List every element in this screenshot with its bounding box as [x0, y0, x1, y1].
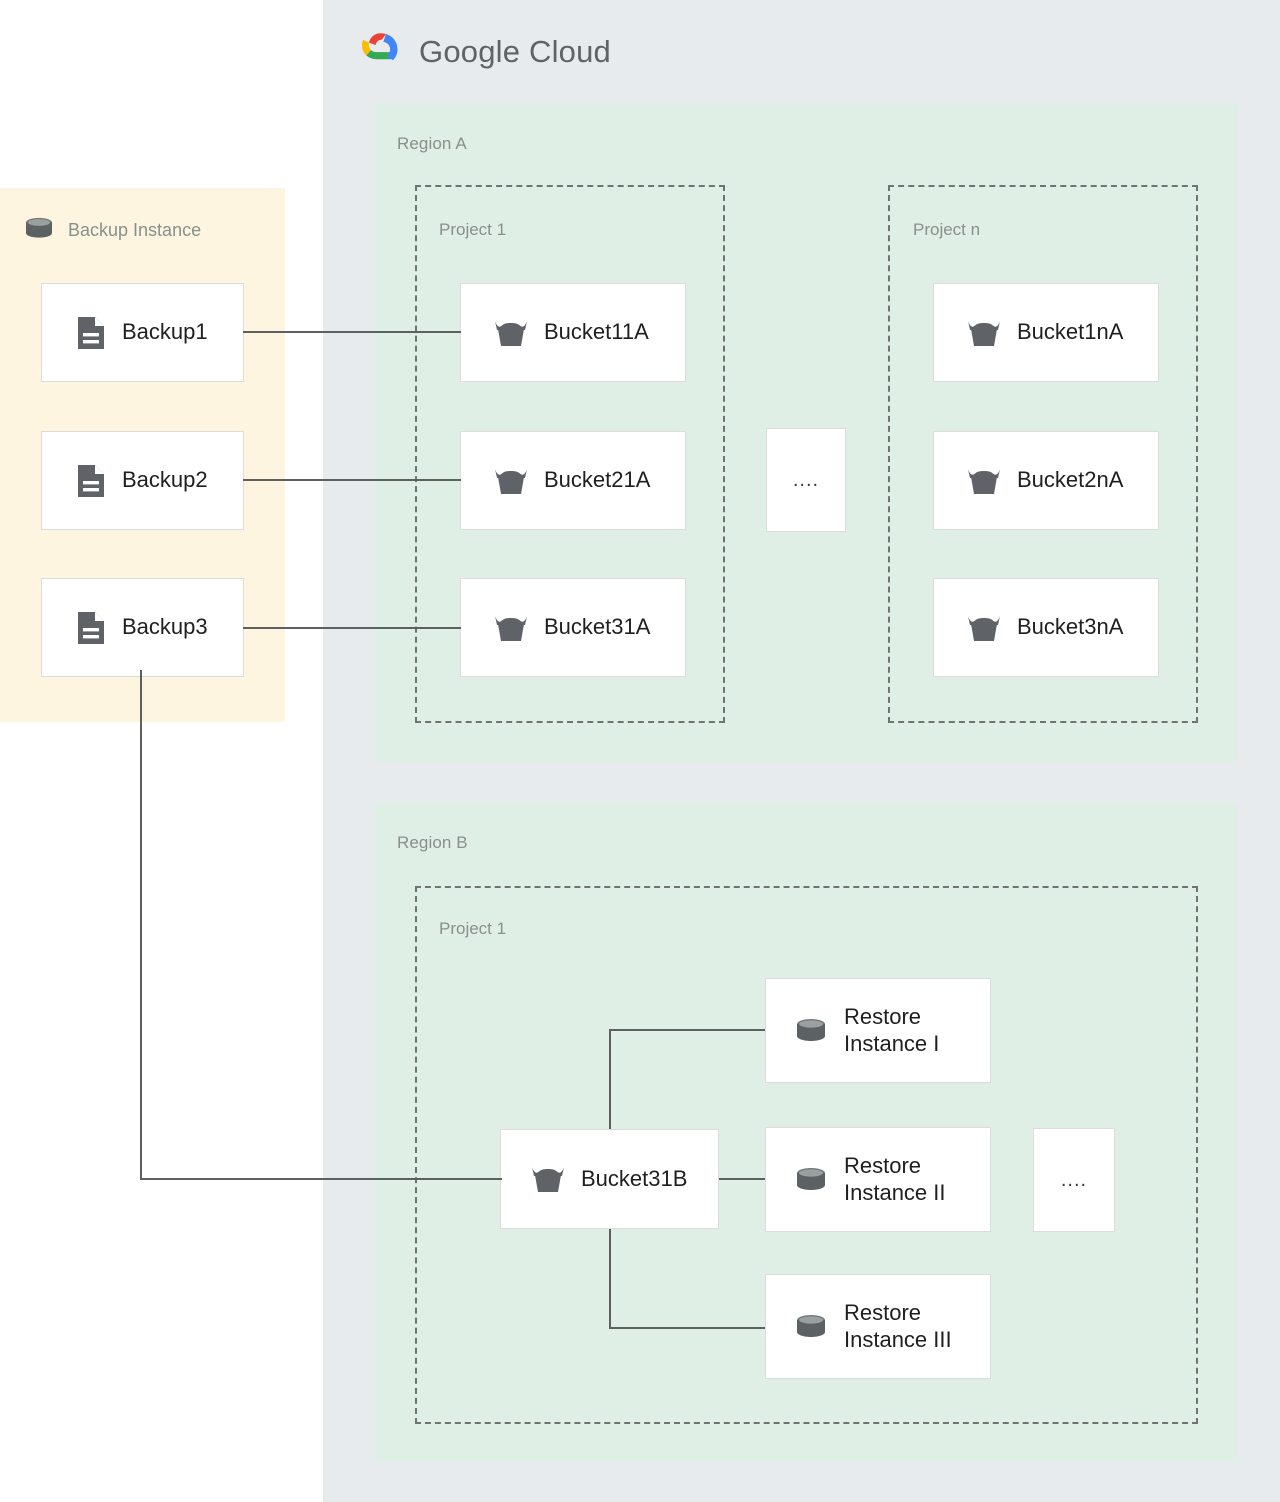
- ellipsis-box-region-b: ....: [1033, 1128, 1115, 1232]
- node-label: Restore Instance I: [844, 1004, 939, 1058]
- google-cloud-header: Google Cloud: [357, 29, 611, 74]
- connector-backup3-to-bucket31b-vertical: [140, 670, 142, 1179]
- node-backup2[interactable]: Backup2: [41, 431, 244, 530]
- node-label: Restore Instance II: [844, 1153, 946, 1207]
- node-backup1[interactable]: Backup1: [41, 283, 244, 382]
- node-label: Backup1: [122, 319, 208, 345]
- brand-secondary: Cloud: [529, 33, 611, 69]
- restore-label-line2: Instance II: [844, 1179, 946, 1205]
- project-box-region-a-project-1: [415, 185, 725, 723]
- restore-label-line1: Restore: [844, 1003, 922, 1029]
- node-bucket1na[interactable]: Bucket1nA: [933, 283, 1159, 382]
- backup-instance-header: Backup Instance: [24, 216, 201, 245]
- brand-primary: Google: [419, 33, 521, 69]
- node-restore-instance-3[interactable]: Restore Instance III: [765, 1274, 991, 1379]
- node-label: Restore Instance III: [844, 1300, 952, 1354]
- storage-bucket-icon: [965, 316, 1003, 350]
- project-box-region-b-project-1: [415, 886, 1198, 1424]
- node-bucket21a[interactable]: Bucket21A: [460, 431, 686, 530]
- node-bucket2na[interactable]: Bucket2nA: [933, 431, 1159, 530]
- connector-bucket31b-to-restore-3: [609, 1327, 767, 1329]
- node-bucket31a[interactable]: Bucket31A: [460, 578, 686, 677]
- node-label: Bucket11A: [544, 319, 649, 345]
- backup-instance-title: Backup Instance: [68, 220, 202, 240]
- restore-label-line1: Restore: [844, 1299, 922, 1325]
- connector-bucket31b-to-restore-1: [609, 1029, 767, 1031]
- region-b-label: Region B: [397, 833, 468, 852]
- node-restore-instance-1[interactable]: Restore Instance I: [765, 978, 991, 1083]
- database-cylinder-icon: [792, 1015, 830, 1047]
- node-backup3[interactable]: Backup3: [41, 578, 244, 677]
- storage-bucket-icon: [492, 316, 530, 350]
- document-icon: [76, 463, 106, 499]
- restore-label-line2: Instance III: [844, 1326, 952, 1352]
- google-cloud-logo-icon: [357, 29, 403, 74]
- node-label: Bucket1nA: [1017, 319, 1124, 345]
- connector-backup3-to-bucket31a: [243, 627, 461, 629]
- project-label-region-a-project-1: Project 1: [439, 220, 507, 239]
- document-icon: [76, 610, 106, 646]
- node-label: Bucket2nA: [1017, 467, 1124, 493]
- node-label: Bucket31A: [544, 614, 651, 640]
- connector-backup2-to-bucket21a: [243, 479, 461, 481]
- node-label: Bucket3nA: [1017, 614, 1124, 640]
- database-cylinder-icon: [24, 216, 54, 245]
- region-a-label: Region A: [397, 134, 467, 153]
- node-label: Backup3: [122, 614, 208, 640]
- project-label-region-b-project-1: Project 1: [439, 919, 507, 938]
- project-label-region-a-project-n: Project n: [913, 220, 981, 239]
- node-bucket31b[interactable]: Bucket31B: [500, 1129, 719, 1229]
- document-icon: [76, 315, 106, 351]
- connector-bucket31b-to-restore-2: [718, 1178, 767, 1180]
- storage-bucket-icon: [492, 611, 530, 645]
- storage-bucket-icon: [492, 464, 530, 498]
- storage-bucket-icon: [965, 611, 1003, 645]
- database-cylinder-icon: [792, 1311, 830, 1343]
- storage-bucket-icon: [965, 464, 1003, 498]
- ellipsis-box-region-a: ....: [766, 428, 846, 532]
- storage-bucket-icon: [529, 1162, 567, 1196]
- node-restore-instance-2[interactable]: Restore Instance II: [765, 1127, 991, 1232]
- connector-backup3-to-bucket31b-horizontal: [140, 1178, 502, 1180]
- node-label: Bucket31B: [581, 1165, 688, 1191]
- connector-backup1-to-bucket11a: [243, 331, 461, 333]
- brand-text: Google Cloud: [419, 34, 611, 70]
- project-box-region-a-project-n: [888, 185, 1198, 723]
- restore-label-line1: Restore: [844, 1152, 922, 1178]
- restore-label-line2: Instance I: [844, 1030, 940, 1056]
- node-label: Backup2: [122, 467, 208, 493]
- node-bucket11a[interactable]: Bucket11A: [460, 283, 686, 382]
- node-label: Bucket21A: [544, 467, 651, 493]
- database-cylinder-icon: [792, 1164, 830, 1196]
- node-bucket3na[interactable]: Bucket3nA: [933, 578, 1159, 677]
